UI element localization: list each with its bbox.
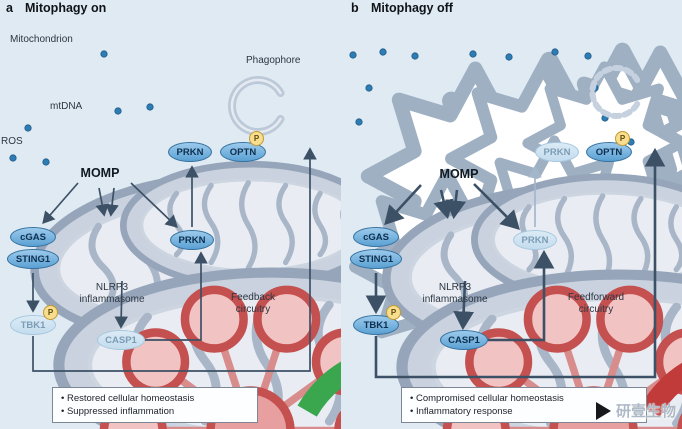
- mitochondrion-label: Mitochondrion: [10, 34, 73, 45]
- ros-label: ROS: [1, 136, 23, 147]
- casp1-pill: CASP1: [97, 330, 145, 350]
- tbk1-pill: TBK1: [353, 315, 399, 335]
- optn-pill: OPTN: [586, 142, 632, 162]
- nlrp3-label-line2: inflammasome: [422, 293, 488, 305]
- feedback-circuitry-label: Feedback circuitry: [213, 292, 293, 315]
- prkn-mid-pill: PRKN: [513, 230, 557, 250]
- feedback-label-line1: Feedback: [231, 292, 275, 303]
- nlrp3-label-line2: inflammasome: [79, 293, 145, 305]
- nlrp3-label: NLRP3 inflammasome: [62, 282, 162, 305]
- panel-letter: a: [6, 1, 13, 15]
- outcome-line2: • Inflammatory response: [410, 406, 513, 417]
- prkn-top-pill: PRKN: [168, 142, 212, 162]
- panel-a: a Mitophagy on Mitochondrion mtDNA Phago…: [1, 1, 341, 429]
- outcome-line1: • Restored cellular homeostasis: [61, 393, 195, 404]
- phospho-badge-tbk1: P: [386, 305, 401, 320]
- panel-title: Mitophagy off: [371, 1, 453, 15]
- prkn-top-pill: PRKN: [535, 142, 579, 162]
- feedforward-label-line1: Feedforward: [567, 292, 625, 303]
- momp-label: MOMP: [439, 167, 479, 181]
- prkn-mid-pill: PRKN: [170, 230, 214, 250]
- tbk1-pill: TBK1: [10, 315, 56, 335]
- nlrp3-label-line1: NLRP3: [438, 282, 472, 293]
- feedback-label-line2: circuitry: [235, 303, 271, 315]
- outcome-line2: • Suppressed inflammation: [61, 406, 175, 417]
- momp-label: MOMP: [80, 166, 120, 180]
- casp1-pill: CASP1: [440, 330, 488, 350]
- phagophore-label: Phagophore: [246, 55, 301, 66]
- ros-dots: [9, 50, 154, 166]
- watermark-logo-icon: [595, 401, 611, 420]
- nlrp3-label: NLRP3 inflammasome: [405, 282, 505, 305]
- sting1-pill: STING1: [350, 249, 402, 269]
- optn-pill: OPTN: [220, 142, 266, 162]
- cgas-pill: cGAS: [353, 227, 399, 247]
- watermark: 研壹生物: [595, 400, 676, 421]
- phospho-badge-optn: P: [249, 131, 264, 146]
- mitochondrion-small-2: [122, 163, 341, 288]
- outcome-box: • Restored cellular homeostasis • Suppre…: [52, 387, 258, 423]
- watermark-text: 研壹生物: [615, 403, 676, 420]
- outcome-line1: • Compromised cellular homeostasis: [410, 393, 564, 404]
- phagophore-dashed-shape: [589, 65, 641, 119]
- mtdna-label: mtDNA: [50, 101, 83, 112]
- panel-a-artwork: [9, 50, 341, 429]
- feedforward-circuitry-label: Feedforward circuitry: [554, 292, 638, 315]
- sting1-pill: STING1: [7, 249, 59, 269]
- feedforward-label-line2: circuitry: [578, 303, 614, 315]
- panel-title: Mitophagy on: [25, 1, 107, 15]
- nlrp3-label-line1: NLRP3: [95, 282, 129, 293]
- phagophore-shape: [228, 76, 285, 136]
- phospho-badge-tbk1: P: [43, 305, 58, 320]
- cgas-pill: cGAS: [10, 227, 56, 247]
- arrows-layer: [26, 147, 317, 372]
- panel-b-artwork: [349, 40, 682, 429]
- phospho-badge-optn: P: [615, 131, 630, 146]
- panel-b: b Mitophagy off MOMP PRKN OPTN P cGAS ST…: [341, 0, 682, 429]
- arrows-layer: [365, 147, 666, 379]
- panel-letter: b: [351, 1, 359, 15]
